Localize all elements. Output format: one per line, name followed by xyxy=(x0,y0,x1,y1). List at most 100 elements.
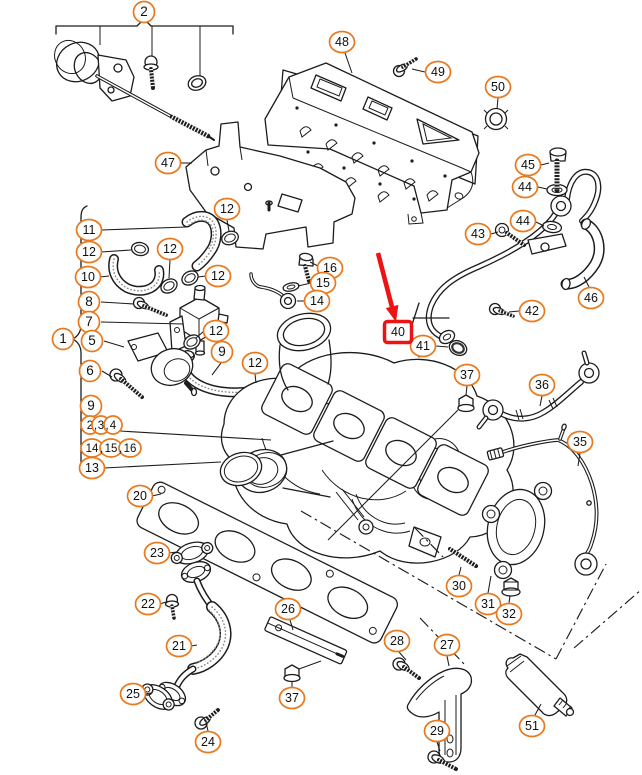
callout-37-48[interactable]: 37 xyxy=(278,686,306,710)
callout-ring-41[interactable] xyxy=(409,334,437,358)
callout-23-42[interactable]: 23 xyxy=(143,541,171,565)
callout-22-43[interactable]: 22 xyxy=(134,592,162,616)
callout-ring-44[interactable] xyxy=(511,175,539,199)
callout-ring-12[interactable] xyxy=(202,319,230,343)
callout-9-33[interactable]: 9 xyxy=(210,340,234,364)
callout-12-34[interactable]: 12 xyxy=(241,351,269,375)
callout-4-24[interactable]: 4 xyxy=(103,415,123,435)
callout-12-30[interactable]: 12 xyxy=(156,237,184,261)
callout-40-12[interactable]: 40 xyxy=(382,319,414,345)
callout-ring-12[interactable] xyxy=(213,197,241,221)
callout-ring-50[interactable] xyxy=(484,75,512,99)
callout-ring-37[interactable] xyxy=(278,686,306,710)
callout-36-39[interactable]: 36 xyxy=(528,373,556,397)
callout-ring-12[interactable] xyxy=(204,264,232,288)
callout-ring-44[interactable] xyxy=(509,209,537,233)
callout-46-9[interactable]: 46 xyxy=(577,286,605,310)
callout-ring-2[interactable] xyxy=(132,0,156,24)
callout-1-18[interactable]: 1 xyxy=(51,327,75,351)
callout-43-8[interactable]: 43 xyxy=(464,222,492,246)
callout-ring-28[interactable] xyxy=(383,629,411,653)
callout-49-3[interactable]: 49 xyxy=(424,60,452,84)
callout-44-7[interactable]: 44 xyxy=(509,209,537,233)
callout-ring-4[interactable] xyxy=(103,415,123,435)
callout-15-26[interactable]: 15 xyxy=(99,438,123,458)
callout-ring-12[interactable] xyxy=(156,237,184,261)
callout-ring-47[interactable] xyxy=(154,151,182,175)
callout-ring-46[interactable] xyxy=(577,286,605,310)
callout-ring-42[interactable] xyxy=(518,299,546,323)
callout-48-2[interactable]: 48 xyxy=(328,30,356,54)
callout-ring-37[interactable] xyxy=(453,363,481,387)
callout-27-53[interactable]: 27 xyxy=(433,633,461,657)
callout-ring-25[interactable] xyxy=(119,682,147,706)
callout-37-38[interactable]: 37 xyxy=(453,363,481,387)
callout-42-10[interactable]: 42 xyxy=(518,299,546,323)
callout-ring-45[interactable] xyxy=(514,153,542,177)
callout-ring-23[interactable] xyxy=(143,541,171,565)
callout-ring-35[interactable] xyxy=(566,430,594,454)
callout-ring-48[interactable] xyxy=(328,30,356,54)
callout-25-45[interactable]: 25 xyxy=(119,682,147,706)
callout-26-47[interactable]: 26 xyxy=(274,597,302,621)
callout-24-46[interactable]: 24 xyxy=(194,730,222,754)
callout-ring-6[interactable] xyxy=(78,359,102,383)
callout-ring-29[interactable] xyxy=(423,719,451,743)
callout-ring-31[interactable] xyxy=(474,592,502,616)
callout-ring-13[interactable] xyxy=(78,456,106,480)
callout-10-15[interactable]: 10 xyxy=(74,265,102,289)
callout-ring-49[interactable] xyxy=(424,60,452,84)
callout-ring-24[interactable] xyxy=(194,730,222,754)
callout-29-54[interactable]: 29 xyxy=(423,719,451,743)
callout-ring-21[interactable] xyxy=(165,634,193,658)
callout-7-17[interactable]: 7 xyxy=(77,310,101,334)
callout-9-21[interactable]: 9 xyxy=(79,394,103,418)
callout-28-52[interactable]: 28 xyxy=(383,629,411,653)
callout-41-11[interactable]: 41 xyxy=(409,334,437,358)
callout-ring-26[interactable] xyxy=(274,597,302,621)
callout-16-27[interactable]: 16 xyxy=(118,438,142,458)
callout-31-50[interactable]: 31 xyxy=(474,592,502,616)
callout-ring-16[interactable] xyxy=(118,438,142,458)
callout-11-13[interactable]: 11 xyxy=(75,218,103,242)
callout-51-55[interactable]: 51 xyxy=(518,714,546,738)
callout-50-4[interactable]: 50 xyxy=(484,75,512,99)
callout-13-28[interactable]: 13 xyxy=(78,456,106,480)
callout-ring-30[interactable] xyxy=(445,574,473,598)
callout-ring-1[interactable] xyxy=(51,327,75,351)
callout-ring-43[interactable] xyxy=(464,222,492,246)
callout-ring-51[interactable] xyxy=(518,714,546,738)
callout-ring-12[interactable] xyxy=(75,240,103,264)
callout-2-0[interactable]: 2 xyxy=(132,0,156,24)
callout-45-5[interactable]: 45 xyxy=(514,153,542,177)
callout-ring-9[interactable] xyxy=(210,340,234,364)
callout-12-31[interactable]: 12 xyxy=(204,264,232,288)
callout-47-1[interactable]: 47 xyxy=(154,151,182,175)
callout-ring-12[interactable] xyxy=(241,351,269,375)
callout-5-19[interactable]: 5 xyxy=(80,329,104,353)
callout-ring-11[interactable] xyxy=(75,218,103,242)
callout-8-16[interactable]: 8 xyxy=(77,290,101,314)
callout-12-14[interactable]: 12 xyxy=(75,240,103,264)
callout-ring-14[interactable] xyxy=(303,289,331,313)
callout-ring-22[interactable] xyxy=(134,592,162,616)
callout-ring-5[interactable] xyxy=(80,329,104,353)
bolt-28 xyxy=(392,657,421,680)
callout-32-51[interactable]: 32 xyxy=(495,602,523,626)
callout-14-37[interactable]: 14 xyxy=(303,289,331,313)
callout-44-6[interactable]: 44 xyxy=(511,175,539,199)
callout-ring-36[interactable] xyxy=(528,373,556,397)
callout-15-36[interactable]: 15 xyxy=(309,271,337,295)
callout-35-40[interactable]: 35 xyxy=(566,430,594,454)
callout-6-20[interactable]: 6 xyxy=(78,359,102,383)
callout-ring-20[interactable] xyxy=(126,484,154,508)
callout-30-49[interactable]: 30 xyxy=(445,574,473,598)
callout-12-29[interactable]: 12 xyxy=(213,197,241,221)
callout-ring-10[interactable] xyxy=(74,265,102,289)
highlight-box-40[interactable] xyxy=(382,319,414,345)
callout-12-32[interactable]: 12 xyxy=(202,319,230,343)
callout-ring-27[interactable] xyxy=(433,633,461,657)
callout-21-44[interactable]: 21 xyxy=(165,634,193,658)
callout-20-41[interactable]: 20 xyxy=(126,484,154,508)
callout-ring-32[interactable] xyxy=(495,602,523,626)
